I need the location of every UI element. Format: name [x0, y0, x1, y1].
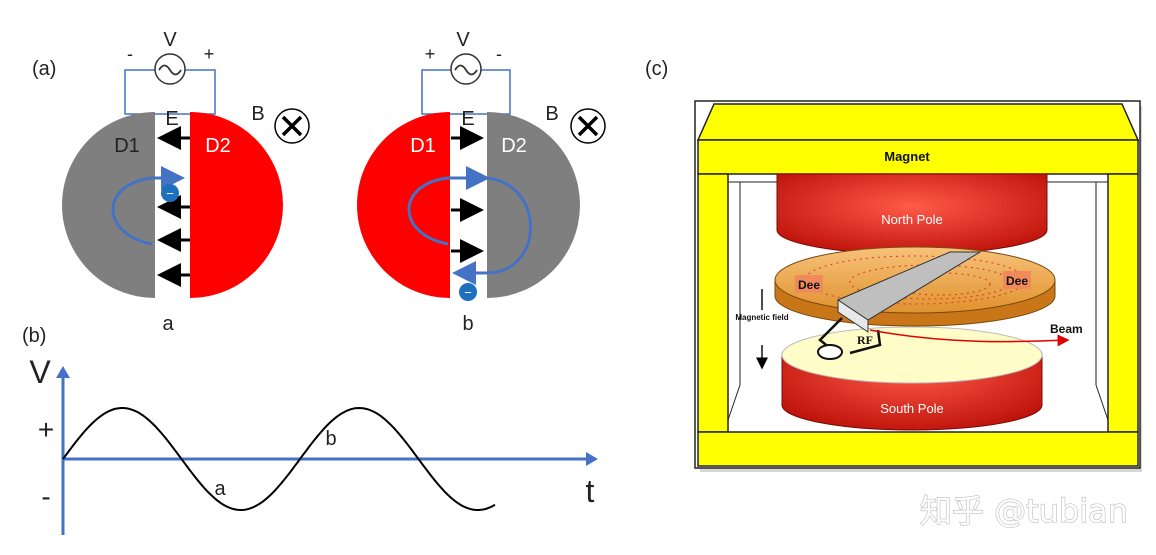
dee-d2: [487, 112, 580, 298]
d1-label: D1: [410, 135, 436, 157]
b-field-label: B: [251, 103, 264, 125]
plus-terminal: +: [204, 44, 215, 64]
b-into-page-icon: [274, 108, 310, 144]
plus-terminal: +: [425, 44, 436, 64]
south-pole-label: South Pole: [880, 401, 944, 416]
cyclotron-a: V - + D1 D2 E − B a: [62, 29, 310, 335]
y-axis-label: V: [29, 354, 51, 390]
dee-left-label: Dee: [798, 278, 820, 292]
rf-source-icon: [817, 344, 843, 360]
beam-path: [869, 329, 1070, 347]
b-field-label: B: [545, 103, 558, 125]
magnet-right-pillar: [1107, 173, 1139, 433]
magnetic-field-label: Magnetic field: [735, 313, 789, 322]
electron-sign: −: [464, 285, 472, 300]
electron: [161, 184, 179, 202]
magnet-top: [697, 139, 1139, 175]
watermark: 知乎 @tubian: [920, 492, 1128, 530]
magnet-left-pillar: [697, 173, 729, 433]
voltage-label: V: [456, 29, 470, 51]
electron-path-inner: [407, 166, 490, 246]
electron-path-outer: [452, 176, 532, 285]
e-field-label: E: [461, 108, 474, 130]
voltage-time-graph: (b) V t + - a b: [22, 325, 598, 535]
b-into-page-icon: [570, 108, 606, 144]
dee-d1: [357, 112, 450, 298]
d2-label: D2: [501, 135, 527, 157]
cyclotron-b: V + - D1 D2 E − B b: [357, 29, 606, 335]
panel-a-label: (a): [32, 58, 56, 80]
dee-right-label: Dee: [1006, 274, 1028, 288]
magnet-bottom: [697, 431, 1139, 467]
e-field-label: E: [165, 108, 178, 130]
voltage-label: V: [163, 29, 177, 51]
trough-label: a: [214, 478, 226, 500]
cyclotron-3d-illustration: Magnet North Pole South Pole Dee Dee RF …: [694, 100, 1142, 472]
magnet-top-bevel: [696, 103, 1140, 141]
panel-b-label: (b): [22, 325, 46, 347]
caption-b: b: [462, 313, 473, 335]
magnet-label: Magnet: [884, 149, 930, 164]
minus-terminal: -: [127, 44, 133, 64]
dee-d2: [190, 112, 283, 298]
north-pole-label: North Pole: [881, 212, 942, 227]
dee-d1: [62, 112, 155, 298]
plus-sign: +: [38, 414, 54, 445]
rf-label: RF: [857, 333, 873, 347]
beam-label: Beam: [1050, 322, 1083, 336]
x-axis-label: t: [586, 473, 595, 509]
electron-path: [111, 166, 185, 246]
panel-c-label: (c): [645, 58, 668, 80]
minus-terminal: -: [496, 44, 502, 64]
d1-label: D1: [114, 135, 140, 157]
peak-label: b: [325, 428, 336, 450]
d2-label: D2: [205, 135, 231, 157]
voltage-sine-wave: [62, 406, 496, 512]
electron: [459, 283, 477, 301]
electron-sign: −: [166, 186, 174, 201]
caption-a: a: [162, 313, 174, 335]
minus-sign: -: [41, 481, 50, 512]
